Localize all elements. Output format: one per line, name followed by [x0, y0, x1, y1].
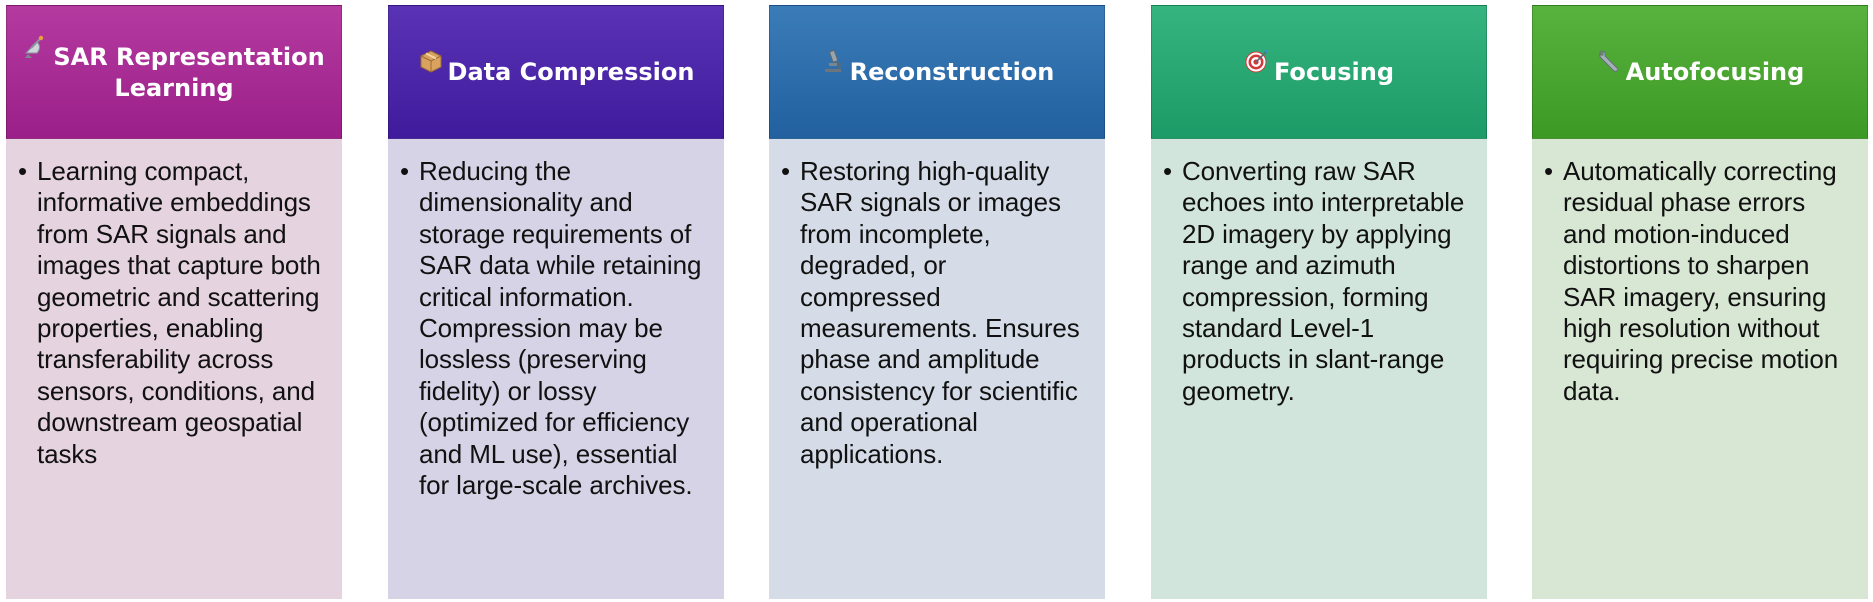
card-title: Autofocusing [1596, 50, 1804, 88]
card-description: Converting raw SAR echoes into interpret… [1182, 156, 1465, 406]
card-description: Learning compact, informative embeddings… [37, 156, 321, 469]
card-body: • Automatically correcting residual phas… [1532, 139, 1868, 599]
card-header: Data Compression [388, 5, 724, 139]
bullet-dot: • [18, 156, 28, 186]
card-data-compression: Data Compression • Reducing the dimensio… [388, 5, 724, 599]
card-description: Restoring high-quality SAR signals or im… [800, 156, 1080, 469]
bullet-item: • Learning compact, informative embeddin… [18, 156, 328, 470]
wrench-icon [1598, 50, 1619, 72]
satellite-antenna-icon [25, 35, 44, 58]
card-title: SAR Representation Learning [21, 35, 327, 104]
card-header: Autofocusing [1532, 5, 1868, 139]
bullet-dot: • [400, 156, 410, 186]
card-header: Focusing [1151, 5, 1487, 139]
card-header: SAR Representation Learning [6, 5, 342, 139]
card-focusing: Focusing • Converting raw SAR echoes int… [1151, 5, 1487, 599]
bullet-item: • Reducing the dimensionality and storag… [400, 156, 710, 501]
card-autofocusing: Autofocusing • Automatically correcting … [1532, 5, 1868, 599]
card-description: Reducing the dimensionality and storage … [419, 156, 702, 501]
bullet-item: • Restoring high-quality SAR signals or … [781, 156, 1091, 470]
bullet-item: • Converting raw SAR echoes into interpr… [1163, 156, 1473, 407]
card-header: Reconstruction [769, 5, 1105, 139]
card-body: • Converting raw SAR echoes into interpr… [1151, 139, 1487, 599]
card-sar-representation-learning: SAR Representation Learning • Learning c… [6, 5, 342, 599]
bullet-dot: • [781, 156, 791, 186]
bullet-dot: • [1544, 156, 1554, 186]
card-title: Focusing [1244, 50, 1394, 88]
card-reconstruction: Reconstruction • Restoring high-quality … [769, 5, 1105, 599]
microscope-icon [824, 50, 841, 72]
card-title: Data Compression [418, 50, 694, 88]
bullet-item: • Automatically correcting residual phas… [1544, 156, 1854, 407]
target-icon [1245, 50, 1268, 73]
card-body: • Learning compact, informative embeddin… [6, 139, 342, 599]
card-description: Automatically correcting residual phase … [1563, 156, 1839, 406]
card-body: • Reducing the dimensionality and storag… [388, 139, 724, 599]
card-title: Reconstruction [820, 50, 1054, 88]
card-body: • Restoring high-quality SAR signals or … [769, 139, 1105, 599]
bullet-dot: • [1163, 156, 1173, 186]
task-cards: SAR Representation Learning • Learning c… [6, 5, 1868, 599]
package-icon [420, 50, 442, 73]
